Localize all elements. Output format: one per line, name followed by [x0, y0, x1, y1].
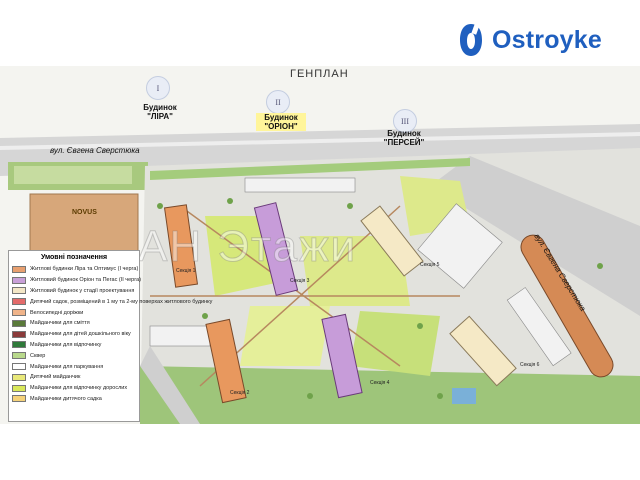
watermark: АН Этажи [137, 222, 358, 272]
section-label: Секція 4 [370, 380, 390, 386]
legend-label: Сквер [30, 352, 46, 359]
legend-title: Умовні позначення [40, 254, 108, 261]
section-label: Секція 3 [290, 278, 310, 284]
legend-label: Житловий будинок у стадії проектування [30, 287, 135, 294]
legend-swatch [12, 319, 26, 327]
legend-item: Майданчики для сміття [9, 318, 139, 329]
legend-label: Дитячий майданчик [30, 374, 81, 381]
building-number-badge: II [266, 90, 290, 114]
legend-swatch [12, 395, 26, 403]
section-label: Секція 5 [420, 262, 440, 268]
legend-label: Дитячий садок, розміщений в 1 му та 2-му… [30, 298, 213, 305]
section-label: Секція 6 [520, 362, 540, 368]
legend-swatch [12, 298, 26, 306]
legend-item: Житлові будинки Ліра та Оптимус (I черга… [9, 264, 139, 275]
building-number-badge: III [393, 109, 417, 133]
legend-item: Майданчики для відпочинку дорослих [9, 383, 139, 394]
store-label: NOVUS [72, 209, 97, 216]
legend-item: Велосипедні доріжки [9, 307, 139, 318]
legend-item: Дитячий майданчик [9, 372, 139, 383]
building-label-orion: Будинок"ОРІОН" [256, 113, 306, 131]
legend-label: Майданчики для паркування [30, 363, 104, 370]
legend-item: Майданчики для дітей дошкільного віку [9, 329, 139, 340]
legend-label: Майданчики для сміття [30, 320, 90, 327]
legend-swatch [12, 309, 26, 317]
legend-item: Житловий будинок у стадії проектування [9, 286, 139, 297]
site-plan-map: Секція 1 Секція 2 Секція 3 Секція 4 Секц… [0, 66, 640, 424]
brand-name: Ostroyke [492, 25, 602, 54]
street-label-top: вул. Євгена Сверстюка [50, 146, 140, 155]
legend-label: Майданчики для відпочинку [30, 341, 102, 348]
legend-label: Велосипедні доріжки [30, 309, 84, 316]
legend-item: Житловий будинок Оріон та Пегас (II черг… [9, 275, 142, 286]
legend-label: Майданчики для відпочинку дорослих [30, 385, 128, 392]
section-label: Секція 2 [230, 390, 250, 396]
legend-label: Майданчики для дітей дошкільного віку [30, 331, 131, 338]
legend-label: Житловий будинок Оріон та Пегас (II черг… [30, 277, 142, 284]
legend-swatch [12, 341, 26, 349]
legend-item: Майданчики для паркування [9, 361, 139, 372]
legend-swatch [12, 352, 26, 360]
plan-title: ГЕНПЛАН [290, 68, 349, 80]
legend-item: Дитячий садок, розміщений в 1 му та 2-му… [9, 296, 212, 307]
legend-label: Майданчики дитячого садка [30, 395, 102, 402]
legend-swatch [12, 384, 26, 392]
legend-label: Житлові будинки Ліра та Оптимус (I черга… [30, 266, 139, 273]
legend-swatch [12, 276, 26, 284]
legend-item: Майданчики для відпочинку [9, 340, 139, 351]
legend-swatch [12, 287, 26, 295]
section-label: Секція 1 [176, 268, 196, 274]
legend-item: Сквер [9, 350, 139, 361]
building-number-badge: I [146, 76, 170, 100]
building-label-lira: Будинок"ЛІРА" [143, 103, 177, 121]
legend-item: Майданчики дитячого садка [9, 394, 139, 405]
legend-swatch [12, 330, 26, 338]
legend-swatch [12, 265, 26, 273]
building-label-persei: Будинок"ПЕРСЕЙ" [383, 129, 425, 147]
ostroyke-logo-icon [458, 22, 484, 58]
legend-swatch [12, 363, 26, 371]
brand-logo: Ostroyke [458, 18, 618, 62]
map-legend: Умовні позначення Житлові будинки Ліра т… [8, 250, 212, 422]
legend-swatch [12, 373, 26, 381]
